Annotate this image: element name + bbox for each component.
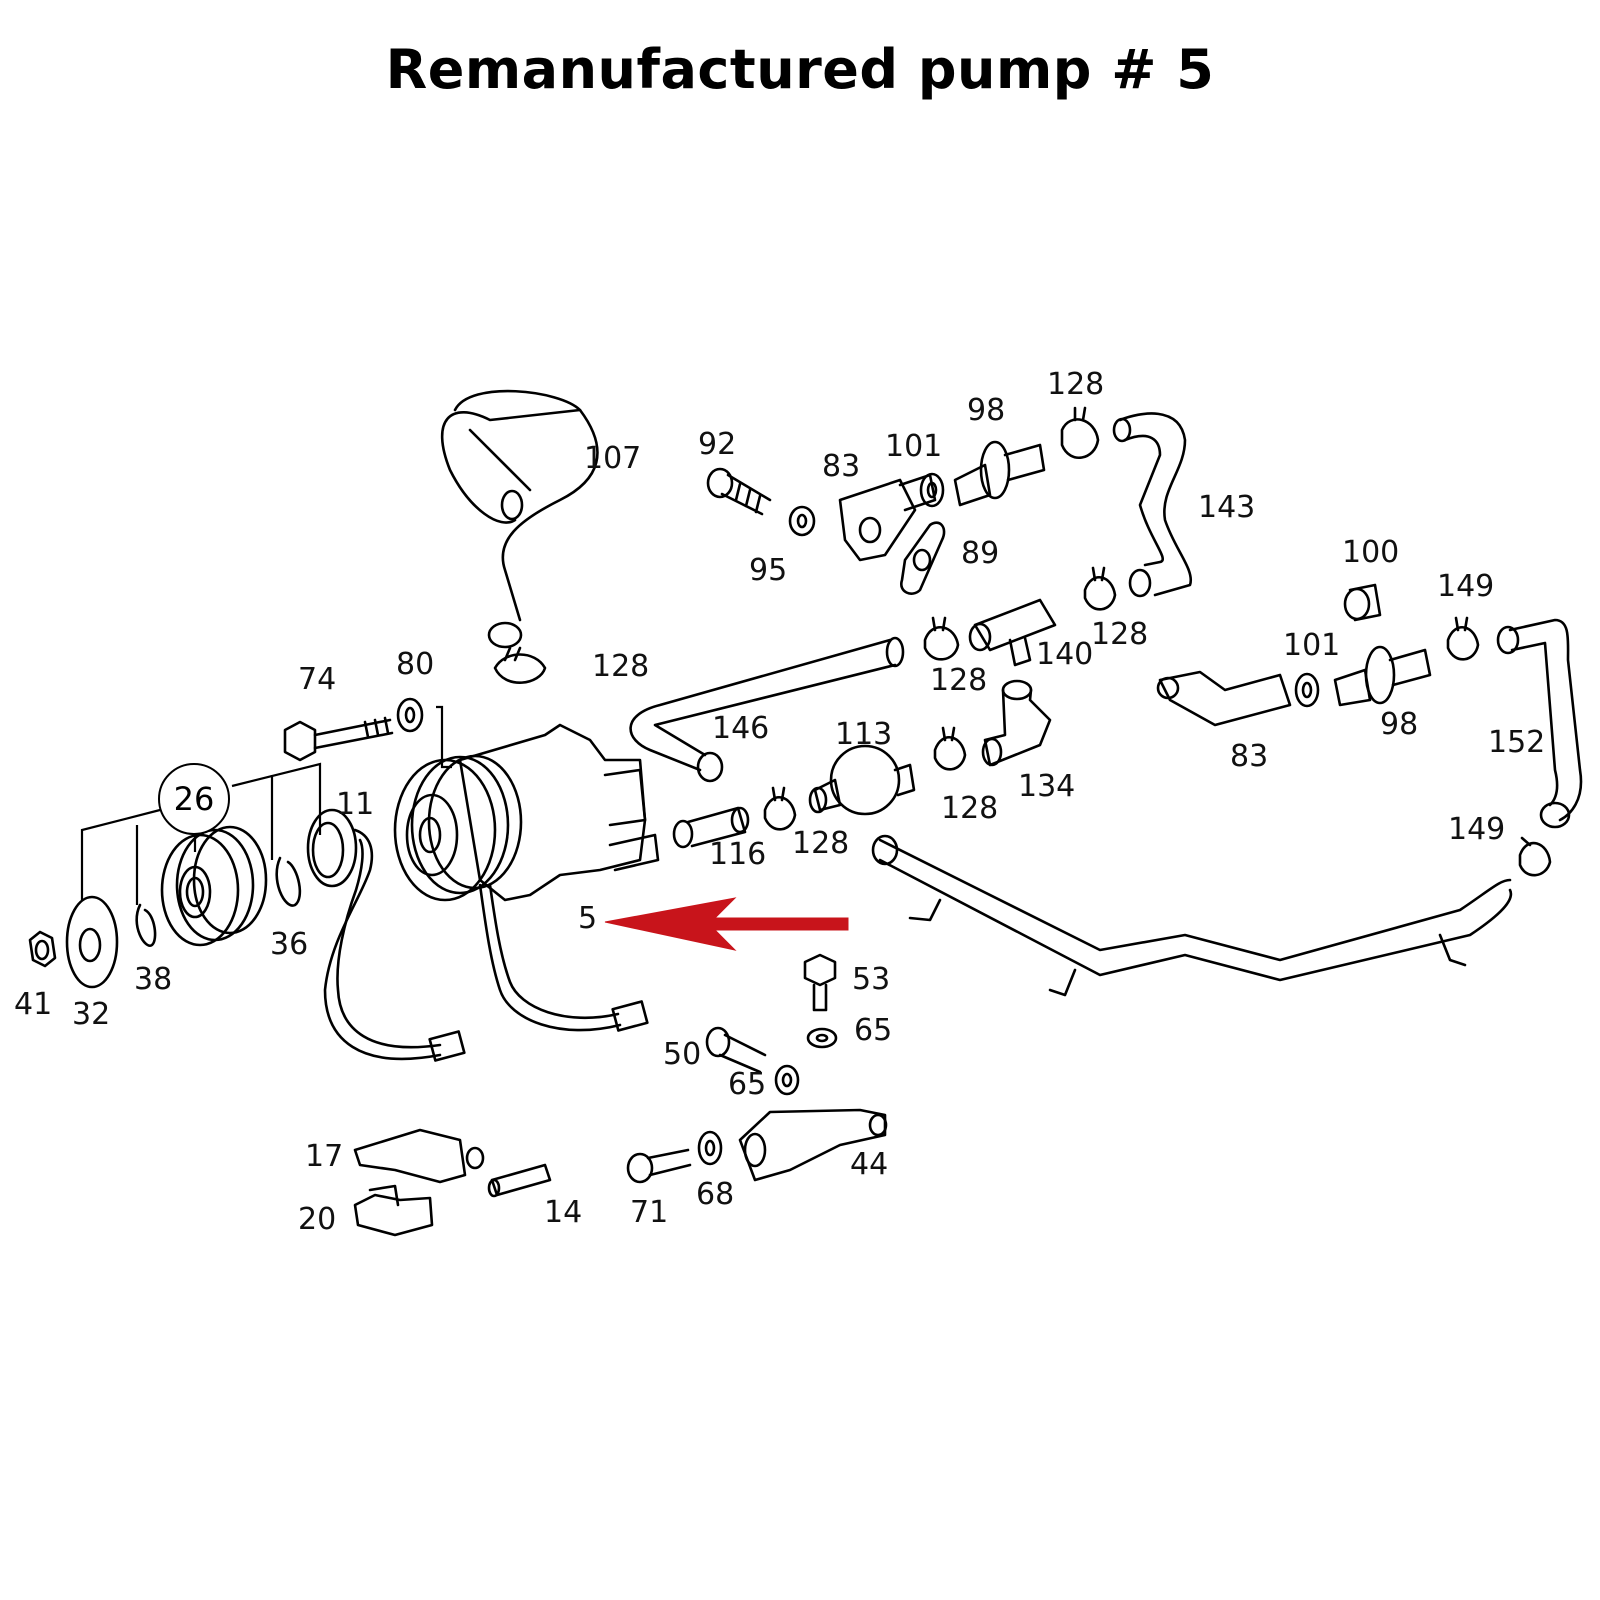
part-label-83-top: 83 (822, 449, 861, 484)
circlip-38 (135, 903, 157, 947)
pump-cable-a (478, 883, 649, 1032)
part-label-65-top: 65 (854, 1013, 893, 1048)
part-label-11: 11 (336, 787, 375, 822)
part-label-128-top: 128 (1047, 367, 1105, 402)
part-label-128-mid: 128 (1091, 617, 1149, 652)
part-label-113: 113 (835, 717, 893, 752)
pipe-83-b (1156, 670, 1292, 727)
part-label-140: 140 (1036, 637, 1094, 672)
pin-14 (487, 1163, 552, 1198)
leader-80 (436, 705, 452, 769)
washer-68 (697, 1130, 723, 1166)
tee-140 (968, 598, 1057, 667)
valve-98-a (953, 440, 1046, 507)
nut-41 (28, 930, 57, 968)
hose-107 (440, 389, 599, 649)
check-valve-113 (808, 744, 916, 816)
part-label-38: 38 (134, 962, 173, 997)
pipe-lower (871, 834, 1513, 997)
washer-101-b (1294, 672, 1320, 708)
circlip-36 (275, 856, 302, 907)
part-label-149-bottom: 149 (1448, 812, 1506, 847)
plug-100 (1343, 583, 1382, 622)
bolt-74 (283, 716, 394, 762)
part-label-101-top: 101 (885, 429, 943, 464)
part-label-128-near-116: 128 (792, 826, 850, 861)
part-label-53: 53 (852, 962, 891, 997)
pump-5 (393, 723, 660, 902)
elbow-134 (981, 679, 1052, 767)
part-label-74: 74 (298, 662, 337, 697)
highlight-arrow (604, 897, 849, 951)
bolt-50 (705, 1026, 767, 1074)
clamp-128-f (763, 786, 797, 831)
part-label-50: 50 (663, 1037, 702, 1072)
part-label-89: 89 (961, 536, 1000, 571)
washer-101-a (919, 472, 945, 508)
seal-11 (306, 808, 358, 888)
part-label-128-near-140: 128 (930, 663, 988, 698)
part-label-36: 36 (270, 927, 309, 962)
washer-65-b (774, 1064, 800, 1096)
hose-152 (1496, 618, 1583, 829)
bolt-53 (803, 953, 837, 1012)
part-label-101-right: 101 (1283, 628, 1341, 663)
group-callout-26: 26 (158, 763, 230, 835)
clamp-128-c (1083, 566, 1117, 611)
hose-146 (629, 636, 905, 783)
part-label-92: 92 (698, 427, 737, 462)
part-label-116: 116 (709, 837, 767, 872)
bolt-71 (626, 1148, 692, 1184)
clamp-128-d (923, 616, 960, 661)
part-label-95: 95 (749, 553, 788, 588)
part-label-128-near-113: 128 (941, 791, 999, 826)
part-label-98-top: 98 (967, 393, 1006, 428)
part-label-80: 80 (396, 647, 435, 682)
part-label-5-pump: 5 (578, 901, 598, 936)
part-label-143: 143 (1198, 490, 1256, 525)
part-label-107: 107 (584, 441, 642, 476)
clamp-128-a (493, 646, 547, 684)
part-label-83-right: 83 (1230, 739, 1269, 774)
clamp-128-b (1060, 406, 1100, 460)
nipple-116 (672, 806, 750, 849)
clamp-149-b (1518, 836, 1552, 877)
part-label-41: 41 (14, 987, 53, 1022)
clip-20 (353, 1184, 434, 1237)
bracket-44 (738, 1108, 888, 1182)
washer-95 (788, 505, 816, 537)
clamp-128-e (933, 726, 967, 771)
part-label-128-near-107: 128 (592, 649, 650, 684)
clamp-149-a (1446, 616, 1480, 661)
part-label-14: 14 (544, 1195, 583, 1230)
diagram-title: Remanufactured pump # 5 (385, 38, 1215, 101)
hose-143 (1112, 412, 1193, 598)
part-label-17: 17 (305, 1139, 344, 1174)
plate-32 (65, 895, 119, 989)
pump-cable-b (323, 828, 466, 1062)
part-label-134: 134 (1018, 769, 1076, 804)
washer-80 (396, 697, 424, 733)
part-label-146: 146 (712, 711, 770, 746)
part-label-44: 44 (850, 1147, 889, 1182)
part-label-98-right: 98 (1380, 707, 1419, 742)
part-label-71: 71 (630, 1195, 669, 1230)
part-label-68: 68 (696, 1177, 735, 1212)
bolt-92 (706, 467, 772, 516)
connector-17 (353, 1128, 485, 1184)
part-label-100: 100 (1342, 535, 1400, 570)
part-label-20: 20 (298, 1202, 337, 1237)
part-label-149-top: 149 (1437, 569, 1495, 604)
valve-98-b (1333, 645, 1432, 707)
pulley-26 (160, 825, 268, 947)
part-label-152: 152 (1488, 725, 1546, 760)
part-label-32: 32 (72, 997, 111, 1032)
washer-65-a (806, 1027, 838, 1049)
part-label-65-bottom: 65 (728, 1067, 767, 1102)
gasket-89 (900, 521, 946, 595)
flange-83-a (838, 473, 937, 562)
group-label: 26 (173, 780, 215, 818)
